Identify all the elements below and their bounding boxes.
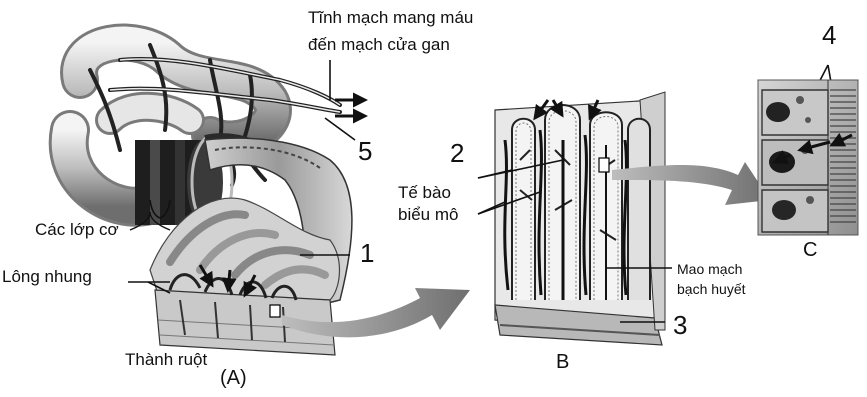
panel-label-b: B: [556, 352, 569, 372]
panel-label-a: (A): [220, 368, 247, 388]
label-muscle-layers: Các lớp cơ: [35, 221, 119, 238]
epithelial-cells-c: [758, 80, 858, 235]
label-lymph-line2: bạch huyết: [677, 282, 746, 296]
label-number-4: 4: [822, 22, 836, 48]
label-intestine-wall: Thành ruột: [125, 351, 207, 368]
label-villi: Lông nhung: [2, 268, 92, 285]
label-epithelial-line1: Tế bào: [398, 184, 451, 201]
label-number-3: 3: [673, 312, 687, 338]
villi-block-b: [495, 92, 665, 345]
label-number-2: 2: [450, 140, 464, 166]
label-vein-line2: đến mạch cửa gan: [308, 36, 450, 53]
label-lymph-line1: Mao mạch: [677, 262, 742, 276]
label-epithelial-line2: biểu mô: [398, 206, 458, 223]
label-number-1: 1: [360, 240, 374, 266]
panel-label-c: C: [803, 240, 817, 260]
label-number-5: 5: [358, 138, 372, 164]
label-vein-line1: Tĩnh mạch mang máu: [308, 9, 473, 26]
